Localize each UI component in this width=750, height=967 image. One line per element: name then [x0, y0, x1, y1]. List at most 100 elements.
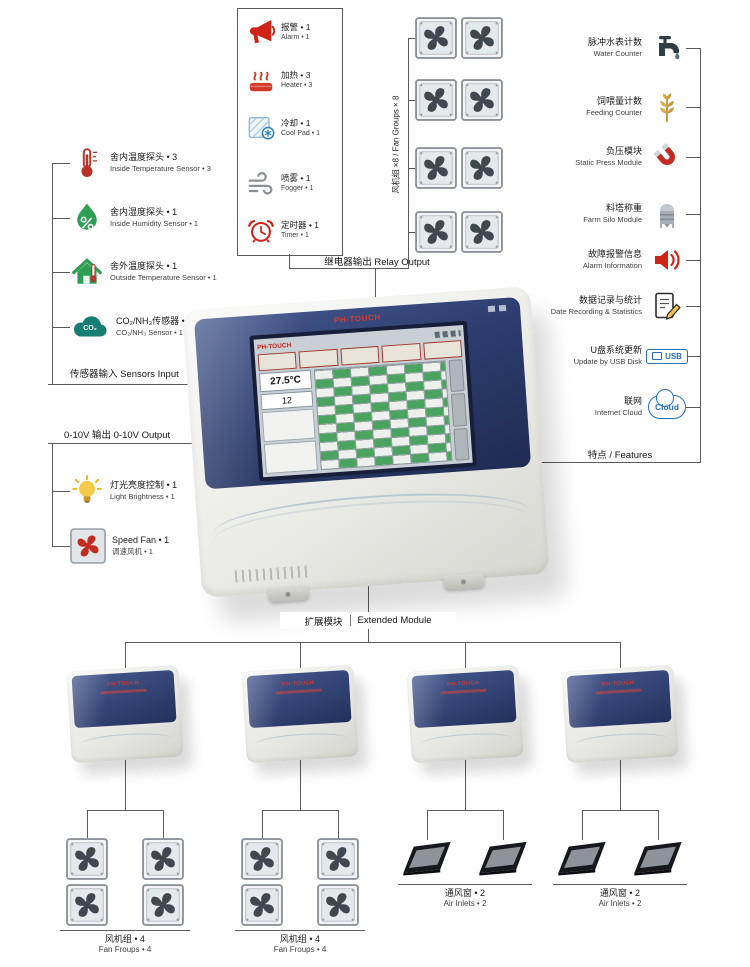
extension-module-2: PH-TOUCH [241, 664, 359, 764]
screen-brand: PH-TOUCH [256, 341, 292, 351]
mount-tab [267, 585, 309, 603]
thermometer-icon [70, 146, 104, 180]
module-brand: PH-TOUCH [446, 680, 480, 689]
connector-line [620, 758, 621, 810]
connector-line [620, 642, 621, 668]
faucet-icon [651, 32, 683, 64]
panel-status-icons [487, 304, 507, 313]
extension-module-4: PH-TOUCH [561, 664, 679, 764]
document-stats-icon [651, 290, 683, 322]
fan-icon [461, 211, 503, 253]
item-label-en: Inside Temperature Sensor • 3 [110, 163, 211, 173]
item-label-en: Outside Temperature Sensor • 1 [110, 272, 217, 282]
co2-cloud-icon: CO₂ [70, 313, 110, 341]
screen-grid [313, 360, 453, 471]
connector-line [125, 758, 126, 810]
extension-module-3: PH-TOUCH [406, 664, 524, 764]
controller-body: PH-TOUCH PH-TOUCH 27.5°C 12 [182, 286, 550, 603]
fan-icon [66, 884, 108, 926]
item-label-en: Inside Humidity Sensor • 1 [110, 218, 199, 228]
label-divider [349, 615, 351, 626]
group-label-en: Fan Froups • 4 [273, 945, 327, 954]
connector-line [686, 48, 700, 49]
connector-line [686, 407, 700, 408]
air-inlet-icon [555, 840, 609, 876]
connector-line [87, 810, 88, 838]
connector-line [427, 810, 504, 811]
connector-line [52, 272, 70, 273]
item-label-en: Light Brightness • 1 [110, 491, 175, 501]
connector-line [408, 100, 416, 101]
mount-tab [443, 573, 485, 590]
connector-line [540, 462, 701, 463]
fan-icon [142, 838, 184, 880]
connector-line [52, 546, 70, 547]
main-controller: PH-TOUCH PH-TOUCH 27.5°C 12 [182, 286, 550, 603]
connector-line [658, 810, 659, 840]
item-label-en: Feeding Counter [586, 107, 642, 117]
module-seam [79, 731, 175, 758]
connector-line [300, 642, 301, 668]
module-subtitle-bar [100, 688, 147, 695]
extended-label-zh: 扩展模块 [304, 616, 343, 628]
connector-line [375, 268, 376, 302]
fan-icon [461, 17, 503, 59]
item-label-en: Heater • 3 [281, 81, 313, 89]
usb-plug-glyph [652, 352, 663, 360]
connector-line [163, 810, 164, 838]
fan-icon [317, 838, 359, 880]
item-label-en: CO₂/NH₃ Sensor • 1 [116, 327, 183, 337]
fan-icon [66, 838, 108, 880]
module-panel: PH-TOUCH [566, 669, 672, 729]
item-label-en: Timer • 1 [281, 231, 309, 239]
usb-text: USB [665, 351, 682, 361]
item-label-en: Alarm Information [582, 260, 642, 270]
module-seam [254, 731, 350, 758]
item-label-zh: 联网 [623, 396, 642, 407]
connector-line [52, 491, 70, 492]
usb-icon: USB [646, 348, 688, 364]
connector-line [338, 810, 339, 838]
fan-group-1-label: 风机组 • 4 Fan Froups • 4 [65, 932, 185, 954]
connector-line [368, 628, 369, 642]
item-label-zh: 冷却 • 1 [281, 117, 311, 128]
air-inlet-icon [400, 840, 454, 876]
item-label-en: Fogger • 1 [281, 184, 314, 192]
item-label-zh: 舍外温度探头 • 1 [110, 261, 178, 272]
connector-line [398, 884, 532, 885]
connector-line [48, 384, 197, 385]
silo-icon [651, 198, 683, 230]
connector-line [289, 254, 290, 268]
item-label-en: Cool Pad • 1 [281, 129, 321, 137]
item-label-zh: U盘系统更新 [590, 345, 643, 356]
connector-line [87, 810, 164, 811]
screen-status-icons [434, 330, 461, 338]
item-label-zh: 喷雾 • 1 [281, 172, 311, 183]
connector-line [465, 642, 466, 668]
item-label-en: Update by USB Disk [573, 356, 642, 366]
connector-line [686, 260, 700, 261]
humidity-icon [70, 201, 104, 235]
connector-line [289, 268, 409, 269]
connector-line [408, 38, 416, 39]
connector-line [427, 810, 428, 840]
module-panel: PH-TOUCH [246, 669, 352, 729]
group-label-en: Air Inlets • 2 [598, 899, 642, 908]
connector-line [408, 232, 416, 233]
heater-icon [246, 65, 276, 95]
module-subtitle-bar [595, 688, 642, 695]
extended-module-label: 扩展模块 Extended Module [280, 612, 456, 629]
item-label-zh: 舍内温度探头 • 3 [110, 152, 178, 163]
item-label-zh: 料塔称重 [605, 203, 642, 214]
